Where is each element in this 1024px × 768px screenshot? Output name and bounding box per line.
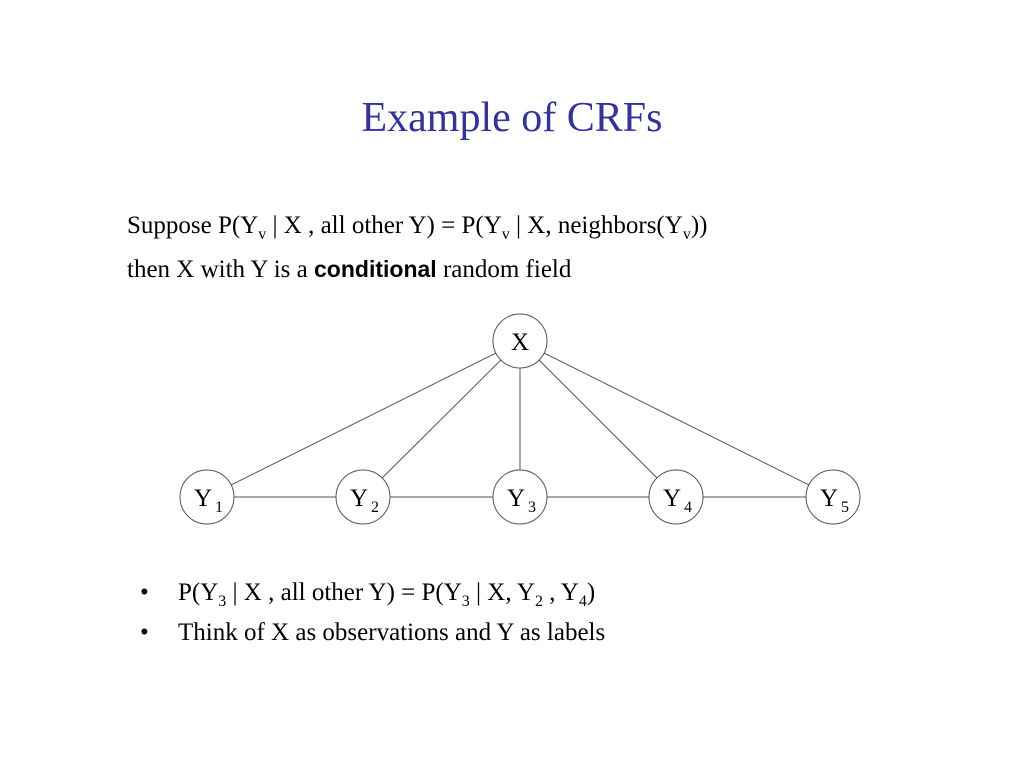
subscript: v (682, 226, 691, 243)
node-x: X (492, 313, 548, 369)
bullet-text: Think of X as observations and Y as labe… (178, 619, 606, 646)
node-circle (179, 469, 235, 525)
node-circle (805, 469, 861, 525)
bullet-icon: • (140, 579, 149, 606)
bullet-text: , Y (542, 579, 579, 606)
bullet-text: P(Y (178, 579, 219, 606)
node-circle (492, 469, 548, 525)
edge-x-y5 (543, 352, 810, 486)
node-label: Y (820, 485, 838, 512)
intro-line-crf-definition: then X with Y is a conditional random fi… (127, 254, 571, 285)
bullet-text: ) (586, 579, 596, 606)
node-subscript: 4 (684, 499, 692, 516)
subscript: 3 (218, 593, 227, 610)
intro-line-conditional-independence: Suppose P(Yv | X , all other Y) = P(Yv |… (127, 211, 708, 243)
intro-text: Suppose P(Y (127, 212, 259, 239)
node-subscript: 3 (528, 499, 536, 516)
edge-x-y4 (538, 359, 658, 479)
intro-text: then X with Y is a (127, 256, 315, 283)
bullet-text: | X , all other Y) = P(Y (226, 579, 462, 606)
emphasis-conditional: conditional (314, 256, 437, 282)
node-circle (335, 469, 391, 525)
intro-text: random field (436, 256, 572, 283)
node-subscript: 2 (371, 499, 379, 516)
node-subscript: 5 (841, 499, 849, 516)
node-label: Y (194, 485, 212, 512)
subscript: 3 (461, 593, 470, 610)
node-circle (492, 313, 548, 369)
edge-x-y2 (381, 359, 502, 479)
graph-edges (230, 352, 810, 498)
subscript: 2 (534, 593, 543, 610)
bullet-list: •P(Y3 | X , all other Y) = P(Y3 | X, Y2 … (140, 578, 605, 658)
node-subscript: 1 (215, 499, 223, 516)
bullet-item-markov-example: •P(Y3 | X , all other Y) = P(Y3 | X, Y2 … (140, 578, 605, 610)
bullet-icon: • (140, 619, 149, 646)
intro-text: | X , all other Y) = P(Y (266, 212, 502, 239)
subscript: 4 (578, 593, 587, 610)
subscript: v (258, 226, 267, 243)
intro-text: | X, neighbors(Y (509, 212, 683, 239)
node-label: Y (507, 485, 525, 512)
subscript: v (501, 226, 510, 243)
edge-x-y1 (230, 352, 497, 486)
node-label: Y (663, 485, 681, 512)
node-circle (648, 469, 704, 525)
node-label: X (511, 329, 529, 356)
intro-text: )) (690, 212, 708, 239)
bullet-text: | X, Y (469, 579, 535, 606)
node-label: Y (350, 485, 368, 512)
slide-title: Example of CRFs (361, 95, 663, 141)
bullet-item-observations-labels: • Think of X as observations and Y as lab… (140, 618, 605, 648)
